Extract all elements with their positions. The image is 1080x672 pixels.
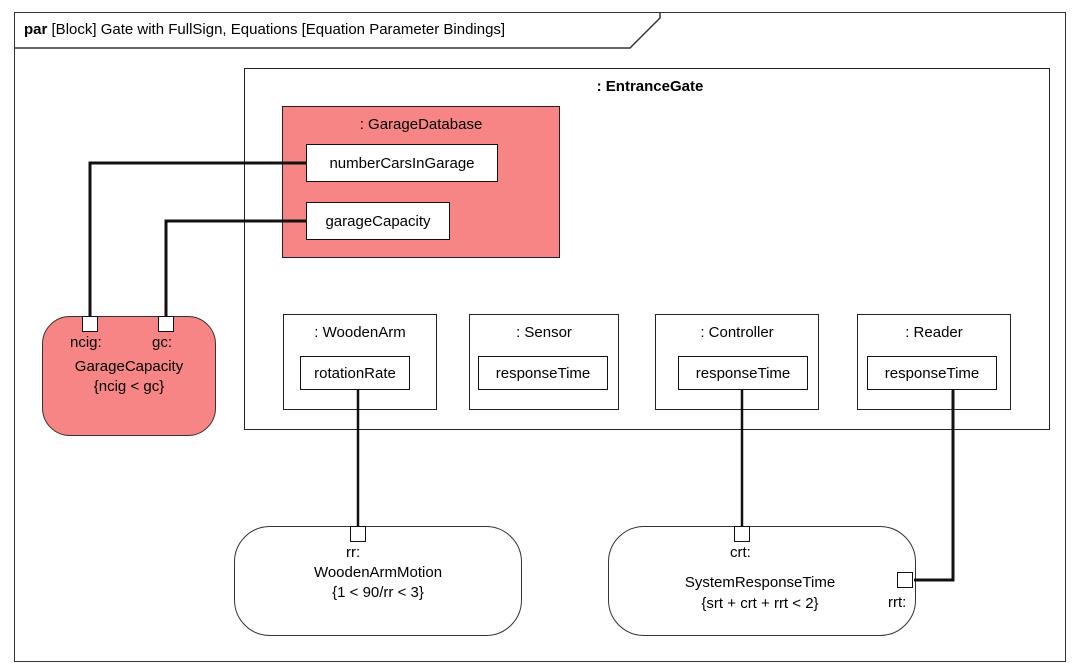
ncig-binding-connector (88, 161, 306, 316)
reader-label: : Reader (905, 324, 963, 341)
garage-capacity-name: GarageCapacity (74, 358, 184, 375)
system-response-time-constraint[interactable] (608, 526, 916, 636)
system-response-time-name: SystemResponseTime (684, 574, 836, 591)
gc-port-label: gc: (152, 334, 173, 351)
sensor-response-time-property[interactable]: responseTime (478, 356, 608, 390)
garage-database-label: : GarageDatabase (359, 116, 483, 133)
crt-port[interactable] (734, 526, 750, 542)
wooden-arm-motion-expression: {1 < 90/rr < 3} (332, 584, 424, 601)
rrt-port-label: rrt: (888, 594, 907, 611)
gc-binding-connector (164, 219, 306, 316)
diagram-frame (14, 12, 1066, 662)
garage-capacity-expression: {ncig < gc} (93, 378, 165, 395)
wooden-arm-motion-constraint[interactable] (234, 526, 522, 636)
rrt-port[interactable] (897, 572, 913, 588)
number-cars-in-garage-property[interactable]: numberCarsInGarage (306, 144, 498, 182)
crt-port-label: crt: (730, 544, 751, 561)
wooden-arm-motion-name: WoodenArmMotion (313, 564, 443, 581)
garage-capacity-constraint[interactable] (42, 316, 216, 436)
system-response-time-expression: {srt + crt + rrt < 2} (701, 595, 819, 612)
rr-port[interactable] (350, 526, 366, 542)
wooden-arm-label: : WoodenArm (314, 324, 406, 341)
rrt-binding-connector (914, 390, 955, 582)
ncig-port[interactable] (82, 316, 98, 332)
rr-port-label: rr: (346, 544, 361, 561)
diagram-title: par [Block] Gate with FullSign, Equation… (14, 12, 505, 48)
garage-capacity-property[interactable]: garageCapacity (306, 202, 450, 240)
entrance-gate-label: : EntranceGate (596, 78, 704, 95)
sensor-label: : Sensor (516, 324, 572, 341)
controller-response-time-property[interactable]: responseTime (678, 356, 808, 390)
diagram-kind: par (24, 21, 48, 38)
controller-label: : Controller (700, 324, 774, 341)
ncig-port-label: ncig: (70, 334, 102, 351)
reader-response-time-property[interactable]: responseTime (867, 356, 997, 390)
diagram-title-text: [Block] Gate with FullSign, Equations [E… (51, 21, 506, 38)
rotation-rate-property[interactable]: rotationRate (300, 356, 410, 390)
gc-port[interactable] (158, 316, 174, 332)
